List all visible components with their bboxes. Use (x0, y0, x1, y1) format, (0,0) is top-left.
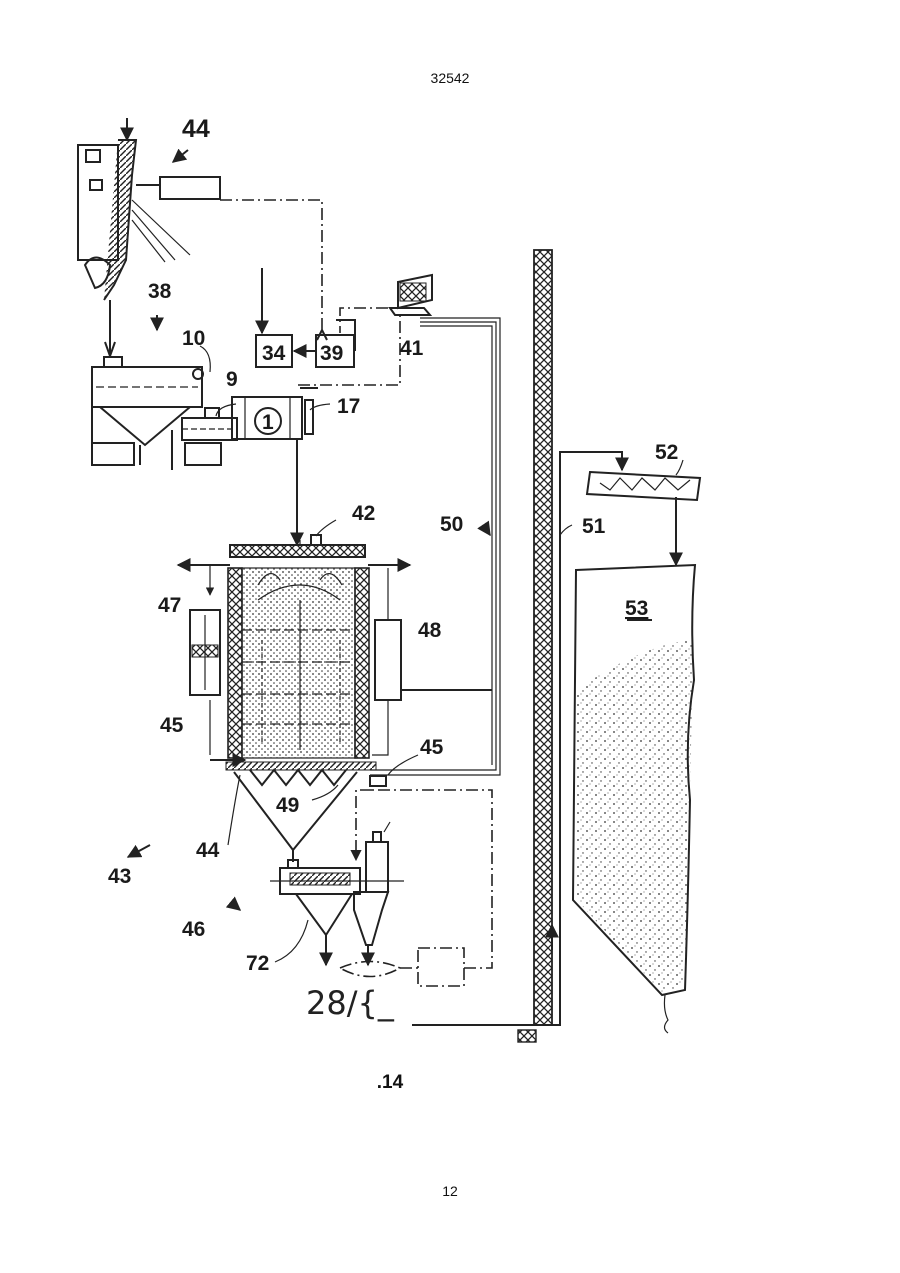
label-72: 72 (246, 952, 269, 975)
cooler-46 (270, 790, 492, 986)
label-10: 10 (182, 327, 205, 350)
label-51: 51 (582, 515, 606, 538)
label-52: 52 (655, 441, 678, 464)
label-47: 47 (158, 594, 181, 617)
page-number: 12 (0, 1183, 900, 1199)
label-1: 1 (262, 411, 274, 434)
feed-unit-44 (78, 118, 220, 356)
label-42: 42 (352, 502, 375, 525)
label-17: 17 (337, 395, 360, 418)
figure-caption: .14 (0, 1072, 780, 1094)
computer-41 (298, 275, 432, 385)
handwritten-annotation: 28/{_ (306, 984, 395, 1022)
label-44-bottom: 44 (196, 839, 220, 862)
label-46: 46 (182, 918, 205, 941)
silo-53 (573, 472, 700, 1033)
label-53: 53 (625, 597, 648, 620)
label-45-right: 45 (420, 736, 444, 759)
label-45-left: 45 (160, 714, 184, 737)
label-41: 41 (400, 337, 424, 360)
conditioning-unit (92, 357, 318, 470)
label-9: 9 (226, 368, 238, 391)
label-38: 38 (148, 280, 172, 303)
building-wall (518, 250, 552, 1042)
label-39: 39 (320, 342, 343, 365)
label-48: 48 (418, 619, 442, 642)
label-43: 43 (108, 865, 131, 888)
cable-50 (370, 318, 500, 775)
label-44-top: 44 (182, 115, 210, 143)
label-49: 49 (276, 794, 299, 817)
label-50: 50 (440, 513, 463, 536)
label-34: 34 (262, 342, 286, 365)
